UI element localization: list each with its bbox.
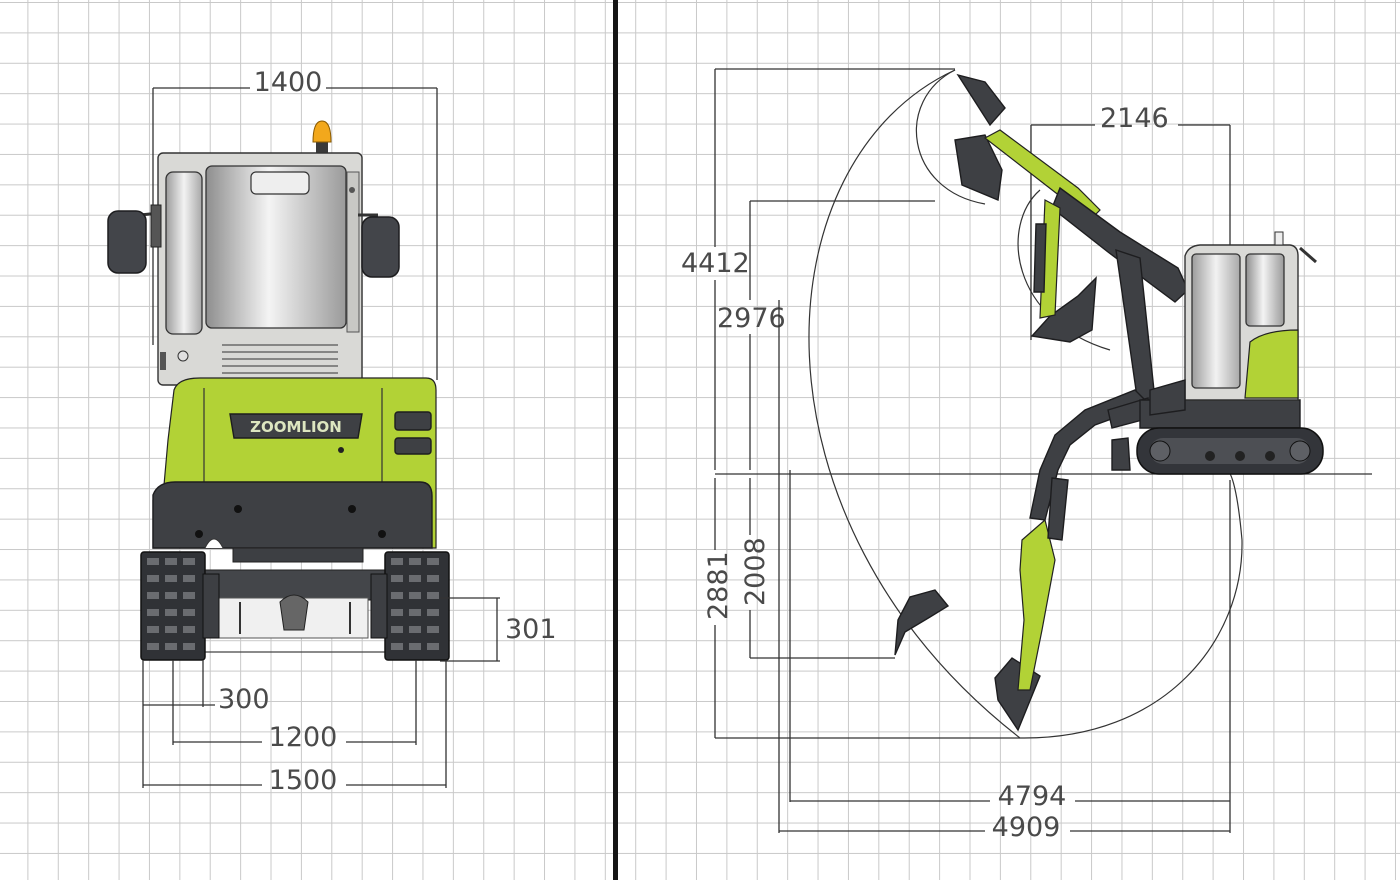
machine-side [1139,231,1317,429]
bucket-wall-position [894,589,950,656]
track-right [370,551,450,661]
dim-label-4909: 4909 [992,812,1061,843]
dim-label-2008: 2008 [740,537,771,606]
dim-max-digging-depth: 2881 [703,478,1020,739]
dim-max-digging-reach: 4909 [778,300,1230,843]
dim-label-1500: 1500 [269,765,338,796]
side-view: 4412 2976 2146 2881 2008 [681,68,1372,843]
dim-track-shoe-width: 300 [142,660,270,788]
dim-label-2881: 2881 [703,551,734,620]
dim-label-2976: 2976 [717,303,786,334]
mirror-left [107,204,162,274]
dim-track-overall-width: 1500 [143,660,447,796]
dim-min-front-swing-radius: 2146 [1030,103,1231,340]
dim-ground-clearance: 301 [440,597,557,662]
beacon-light [312,120,332,156]
dim-max-reach-ground: 4794 [789,470,1231,833]
dim-label-1200: 1200 [269,722,338,753]
dim-label-1400: 1400 [254,67,323,98]
track-left [140,551,220,661]
digging-arm [1017,389,1152,691]
dim-label-2146: 2146 [1100,103,1169,134]
counterweight: ZOOMLION [152,377,437,549]
undercarriage-front [199,547,391,653]
track-side [1111,427,1324,475]
dim-overall-width: 1400 [152,67,438,380]
dim-max-dump-height: 2976 [717,200,935,470]
dim-label-4412: 4412 [681,248,750,279]
dim-label-300: 300 [218,684,270,715]
front-view: 1400 [107,67,557,796]
dim-label-301: 301 [505,614,557,645]
raised-arm [983,129,1189,405]
cabin-front [157,152,363,386]
dim-max-vertical-wall-depth: 2008 [740,478,895,659]
dim-label-4794: 4794 [998,781,1067,812]
dim-max-digging-height: 4412 [681,68,955,470]
mirror-right [358,213,400,278]
dim-track-gauge: 1200 [173,660,417,753]
bucket-top-position [954,73,1006,201]
panel-divider [613,0,618,880]
brand-logo: ZOOMLION [250,418,342,436]
